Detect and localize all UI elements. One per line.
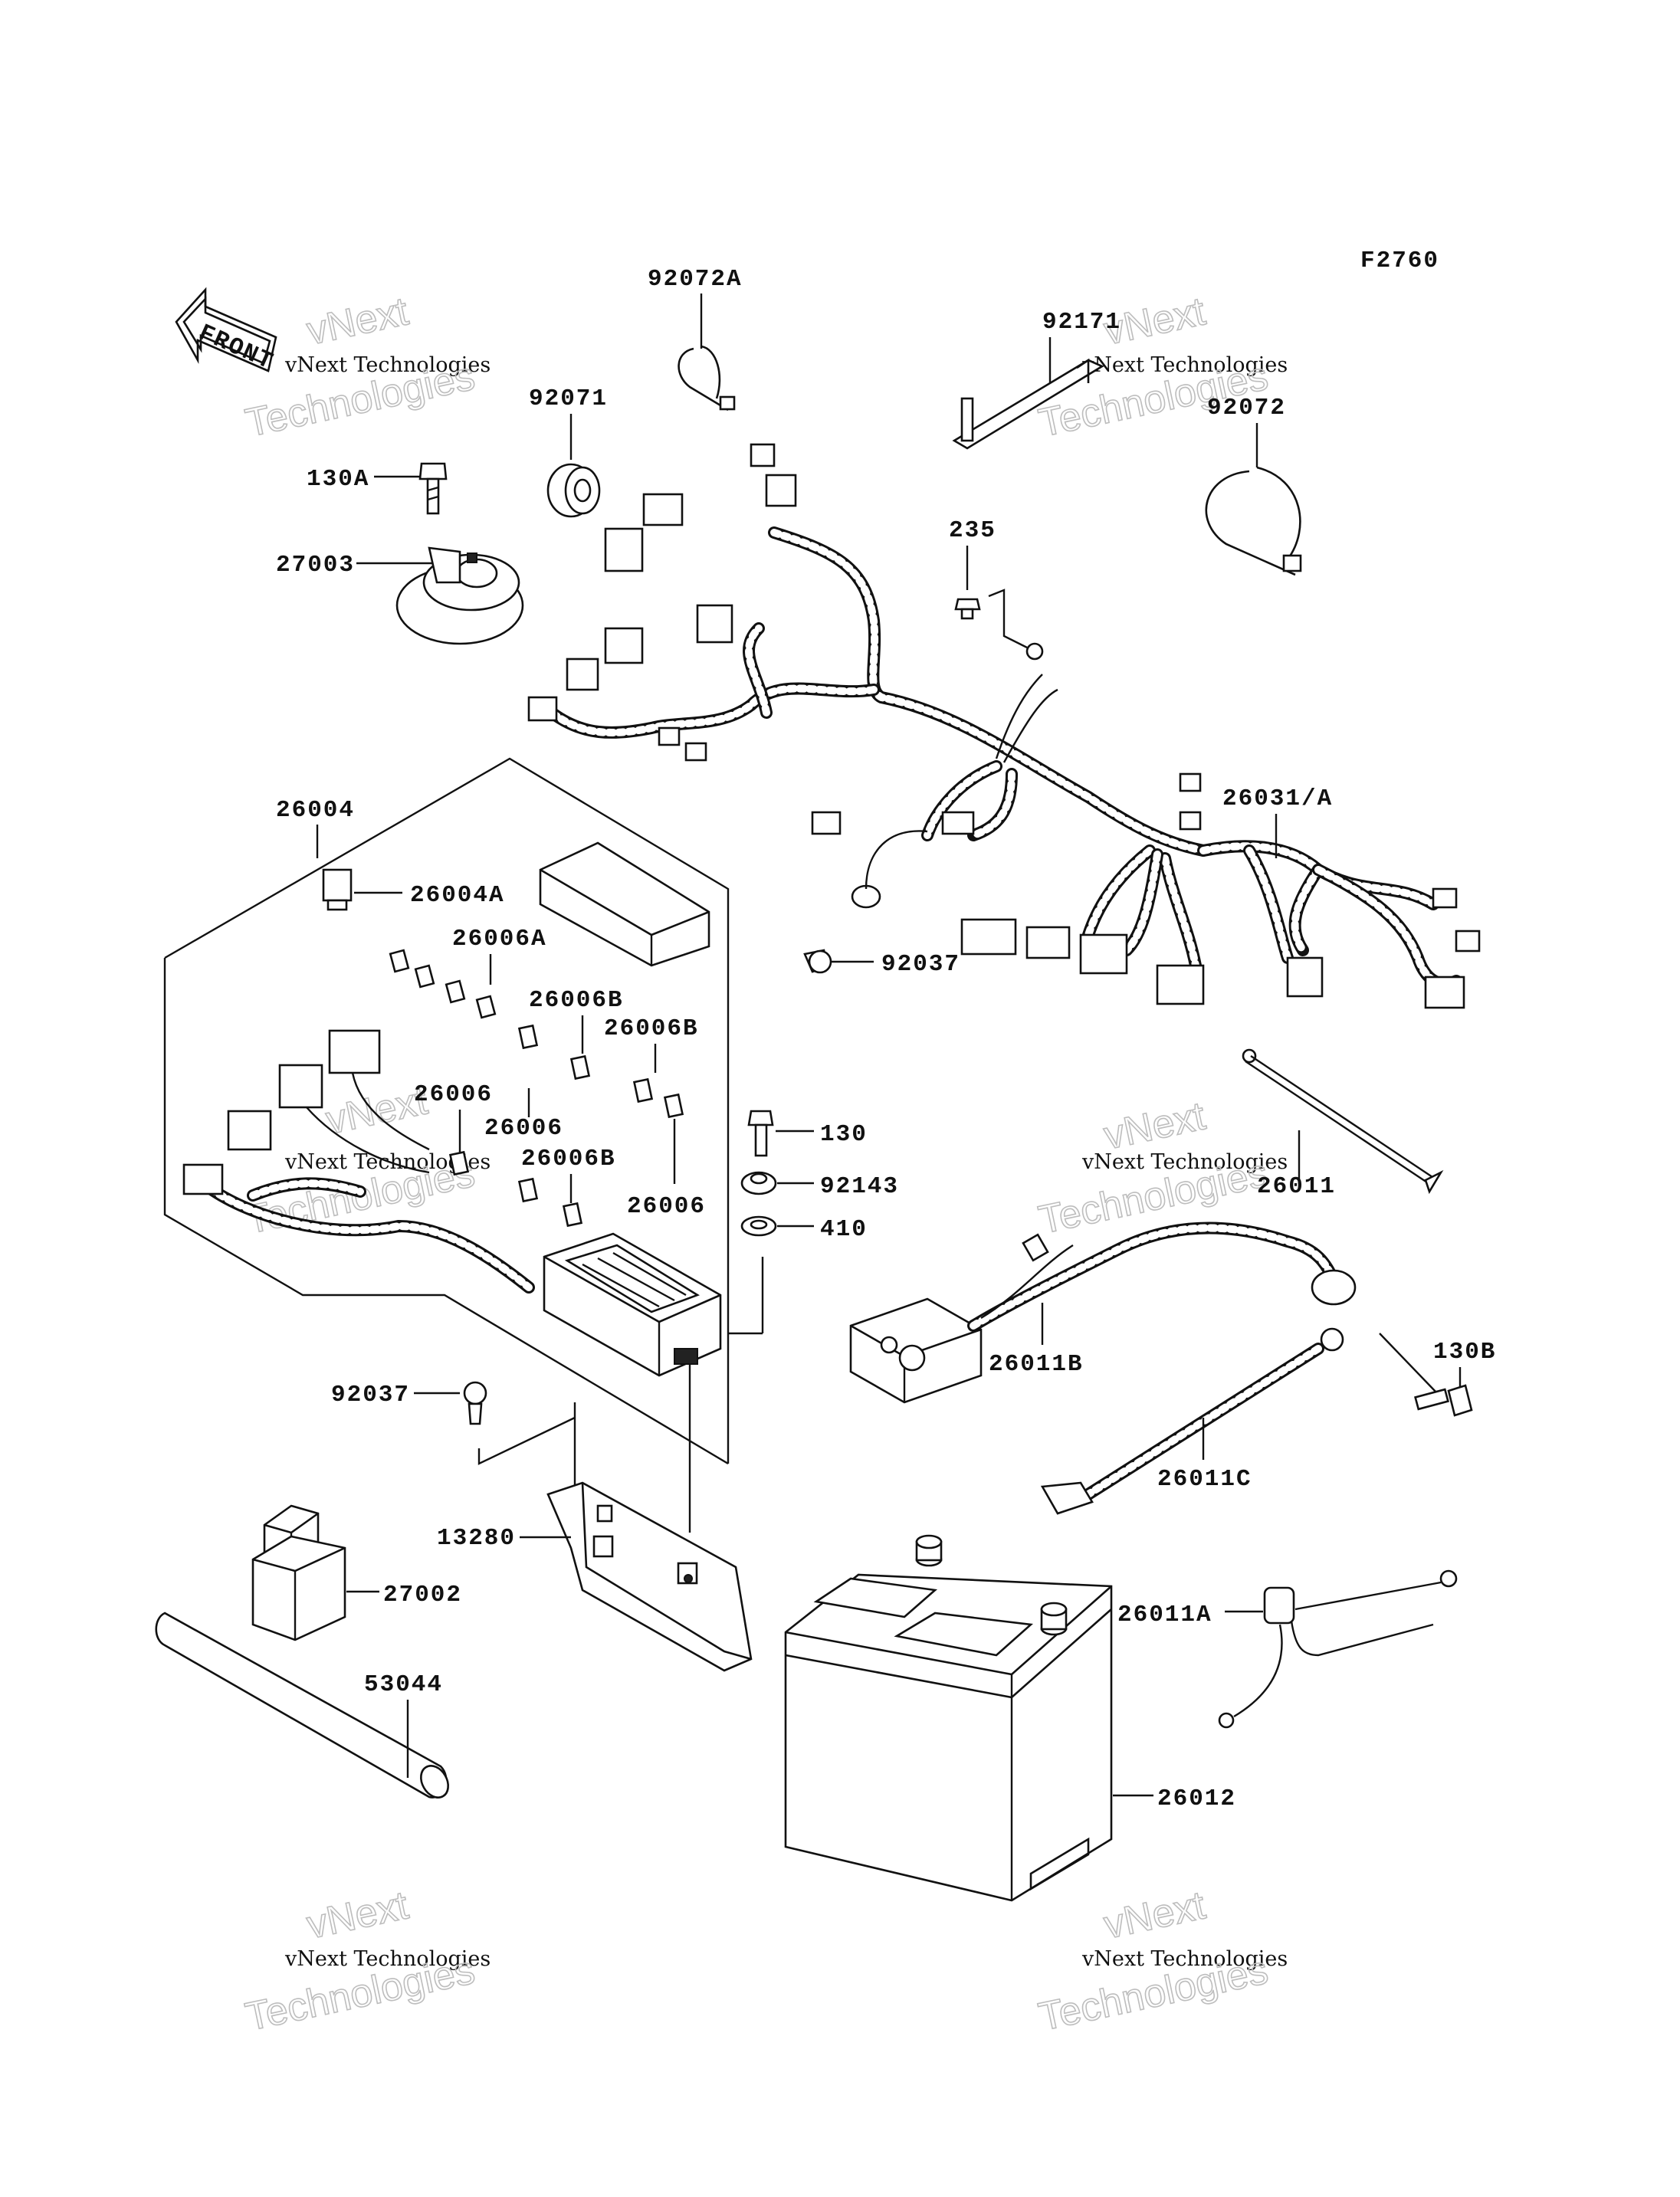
- clip-92037-lower: [463, 1381, 487, 1425]
- callout-26006A: 26006A: [452, 926, 547, 953]
- callout-13280: 13280: [437, 1525, 516, 1552]
- callout-26004: 26004: [276, 797, 355, 824]
- callout-26011: 26011: [1257, 1173, 1336, 1200]
- callout-130B: 130B: [1433, 1339, 1496, 1366]
- harness-connectors: [527, 443, 1481, 1009]
- fuses-26006A: [389, 949, 497, 1019]
- tube-53044: [155, 1612, 449, 1799]
- callout-130: 130: [820, 1121, 868, 1148]
- battery-26012: [784, 1534, 1113, 1902]
- callout-92072A: 92072A: [648, 266, 743, 293]
- fuse-box-cover: [539, 841, 710, 967]
- callout-26011B: 26011B: [989, 1351, 1084, 1378]
- bracket-13280: [546, 1481, 753, 1672]
- callout-26006B-1: 26006B: [529, 987, 624, 1014]
- callout-26011A: 26011A: [1117, 1602, 1212, 1628]
- callout-235: 235: [949, 517, 996, 544]
- watermark-text: vNext Technologies: [284, 353, 491, 377]
- fuses-26006: [448, 1150, 583, 1228]
- callout-92072: 92072: [1207, 395, 1286, 421]
- callout-26006-1: 26006: [414, 1081, 493, 1108]
- fuses-26006B: [517, 1024, 684, 1119]
- watermark-text: vNext Technologies: [1081, 1150, 1288, 1174]
- cable-26011A: [1218, 1569, 1458, 1729]
- washer-92143: [740, 1171, 777, 1195]
- group-outline: [163, 757, 730, 1465]
- callout-26006B-2: 26006B: [604, 1015, 699, 1042]
- watermark-vnext: vNext: [1100, 1094, 1209, 1158]
- callout-26006B-3: 26006B: [521, 1146, 616, 1172]
- callout-92037-lower: 92037: [331, 1382, 410, 1408]
- watermark-text: vNext Technologies: [284, 1947, 491, 1971]
- bolt-130B: [1379, 1333, 1473, 1417]
- grommet-92071: [546, 463, 601, 518]
- callout-410: 410: [820, 1216, 868, 1243]
- watermark-vnext: vNext: [1100, 1883, 1209, 1947]
- watermark-bottom-left: vNext vNext Technologies Technologies: [241, 1882, 491, 2040]
- relay-26004A: [322, 868, 353, 911]
- watermark-vnext: vNext: [303, 1883, 412, 1947]
- wire-harness-26031A: [546, 526, 1462, 990]
- callout-92037-upper: 92037: [881, 951, 960, 978]
- callout-26006-2: 26006: [484, 1115, 563, 1142]
- callout-130A: 130A: [307, 466, 369, 493]
- clip-92037-upper: [803, 949, 832, 974]
- front-arrow-icon: FRONT: [175, 287, 277, 376]
- band-clamp-92072: [1205, 466, 1302, 576]
- band-clamp-92072A: [678, 345, 736, 412]
- callout-26012: 26012: [1157, 1785, 1236, 1812]
- sub-harness: [182, 1029, 535, 1294]
- callout-92143: 92143: [820, 1173, 899, 1200]
- fuse-box-base: [543, 1232, 722, 1377]
- figure-code: F2760: [1360, 248, 1439, 274]
- callout-26011C: 26011C: [1157, 1466, 1252, 1493]
- callout-26006-3: 26006: [627, 1193, 706, 1220]
- callout-92171: 92171: [1042, 309, 1121, 336]
- horn-27003: [395, 546, 524, 645]
- starter-relay-26011B: [849, 1221, 1357, 1404]
- cable-26011: [1242, 1048, 1444, 1195]
- callout-26004A: 26004A: [410, 882, 505, 909]
- callout-92071: 92071: [529, 385, 608, 412]
- watermark-mid-right: vNext vNext Technologies Technologies: [1035, 1093, 1288, 1243]
- screw-235: [954, 598, 981, 620]
- callout-26031A: 26031/A: [1222, 785, 1333, 812]
- watermark-bottom-right: vNext vNext Technologies Technologies: [1035, 1882, 1288, 2040]
- watermark-top-right: vNext vNext Technologies Technologies: [1035, 288, 1288, 446]
- callout-27003: 27003: [276, 552, 355, 579]
- callout-53044: 53044: [364, 1671, 443, 1698]
- callout-27002: 27002: [383, 1582, 462, 1608]
- watermark-text: vNext Technologies: [1081, 1947, 1288, 1971]
- watermark-top-left: vNext vNext Technologies Technologies: [241, 288, 491, 446]
- relay-27002: [251, 1504, 346, 1641]
- watermark-text: vNext Technologies: [1081, 353, 1288, 377]
- bolt-130A: [418, 462, 448, 515]
- washer-410: [740, 1215, 777, 1237]
- watermark-vnext: vNext: [303, 289, 412, 353]
- bolt-130: [747, 1110, 774, 1157]
- bracket-92171: [952, 358, 1104, 450]
